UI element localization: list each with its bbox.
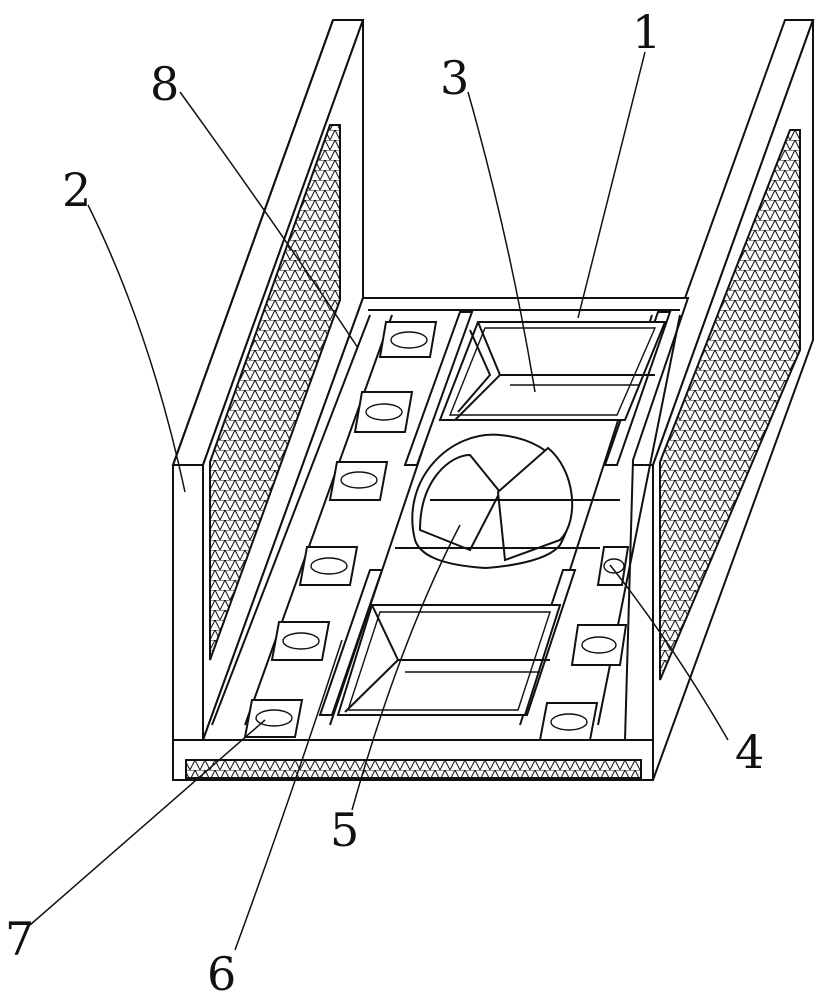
leader-2 [87,204,186,493]
label-2: 2 [62,163,91,217]
clip-seat [328,461,389,501]
label-5: 5 [330,803,359,857]
label-1: 1 [632,5,661,59]
clip-seat [298,546,359,586]
leader-lines [29,51,729,951]
front-mesh-strip [185,759,642,779]
left-side-wall [171,19,365,781]
clip-seat [596,546,630,586]
clip-seat [570,624,628,666]
clip-seat [243,699,304,738]
left-mesh-panel [209,124,341,661]
reference-numerals: 1 2 3 4 5 6 7 8 [5,5,764,1000]
leader-5 [351,524,461,811]
leader-1 [577,51,646,319]
right-mesh-panel [659,129,801,681]
label-4: 4 [735,725,764,779]
clip-seat [538,702,599,741]
lower-positioning-block [336,604,562,716]
clip-seats [243,321,630,741]
leader-4 [609,564,729,741]
leader-7 [29,719,266,926]
label-6: 6 [207,947,236,1000]
leader-8 [179,91,359,349]
leader-6 [234,639,343,951]
label-3: 3 [440,51,469,105]
upper-positioning-block [438,321,667,421]
central-pipe-clamp [395,433,620,570]
right-side-wall [623,19,815,781]
leader-3 [467,91,536,393]
label-8: 8 [150,57,179,111]
clip-seat [353,391,414,433]
front-base-strip [172,739,654,781]
clip-seat [378,321,438,358]
label-7: 7 [5,912,34,966]
clip-seat [270,621,331,661]
